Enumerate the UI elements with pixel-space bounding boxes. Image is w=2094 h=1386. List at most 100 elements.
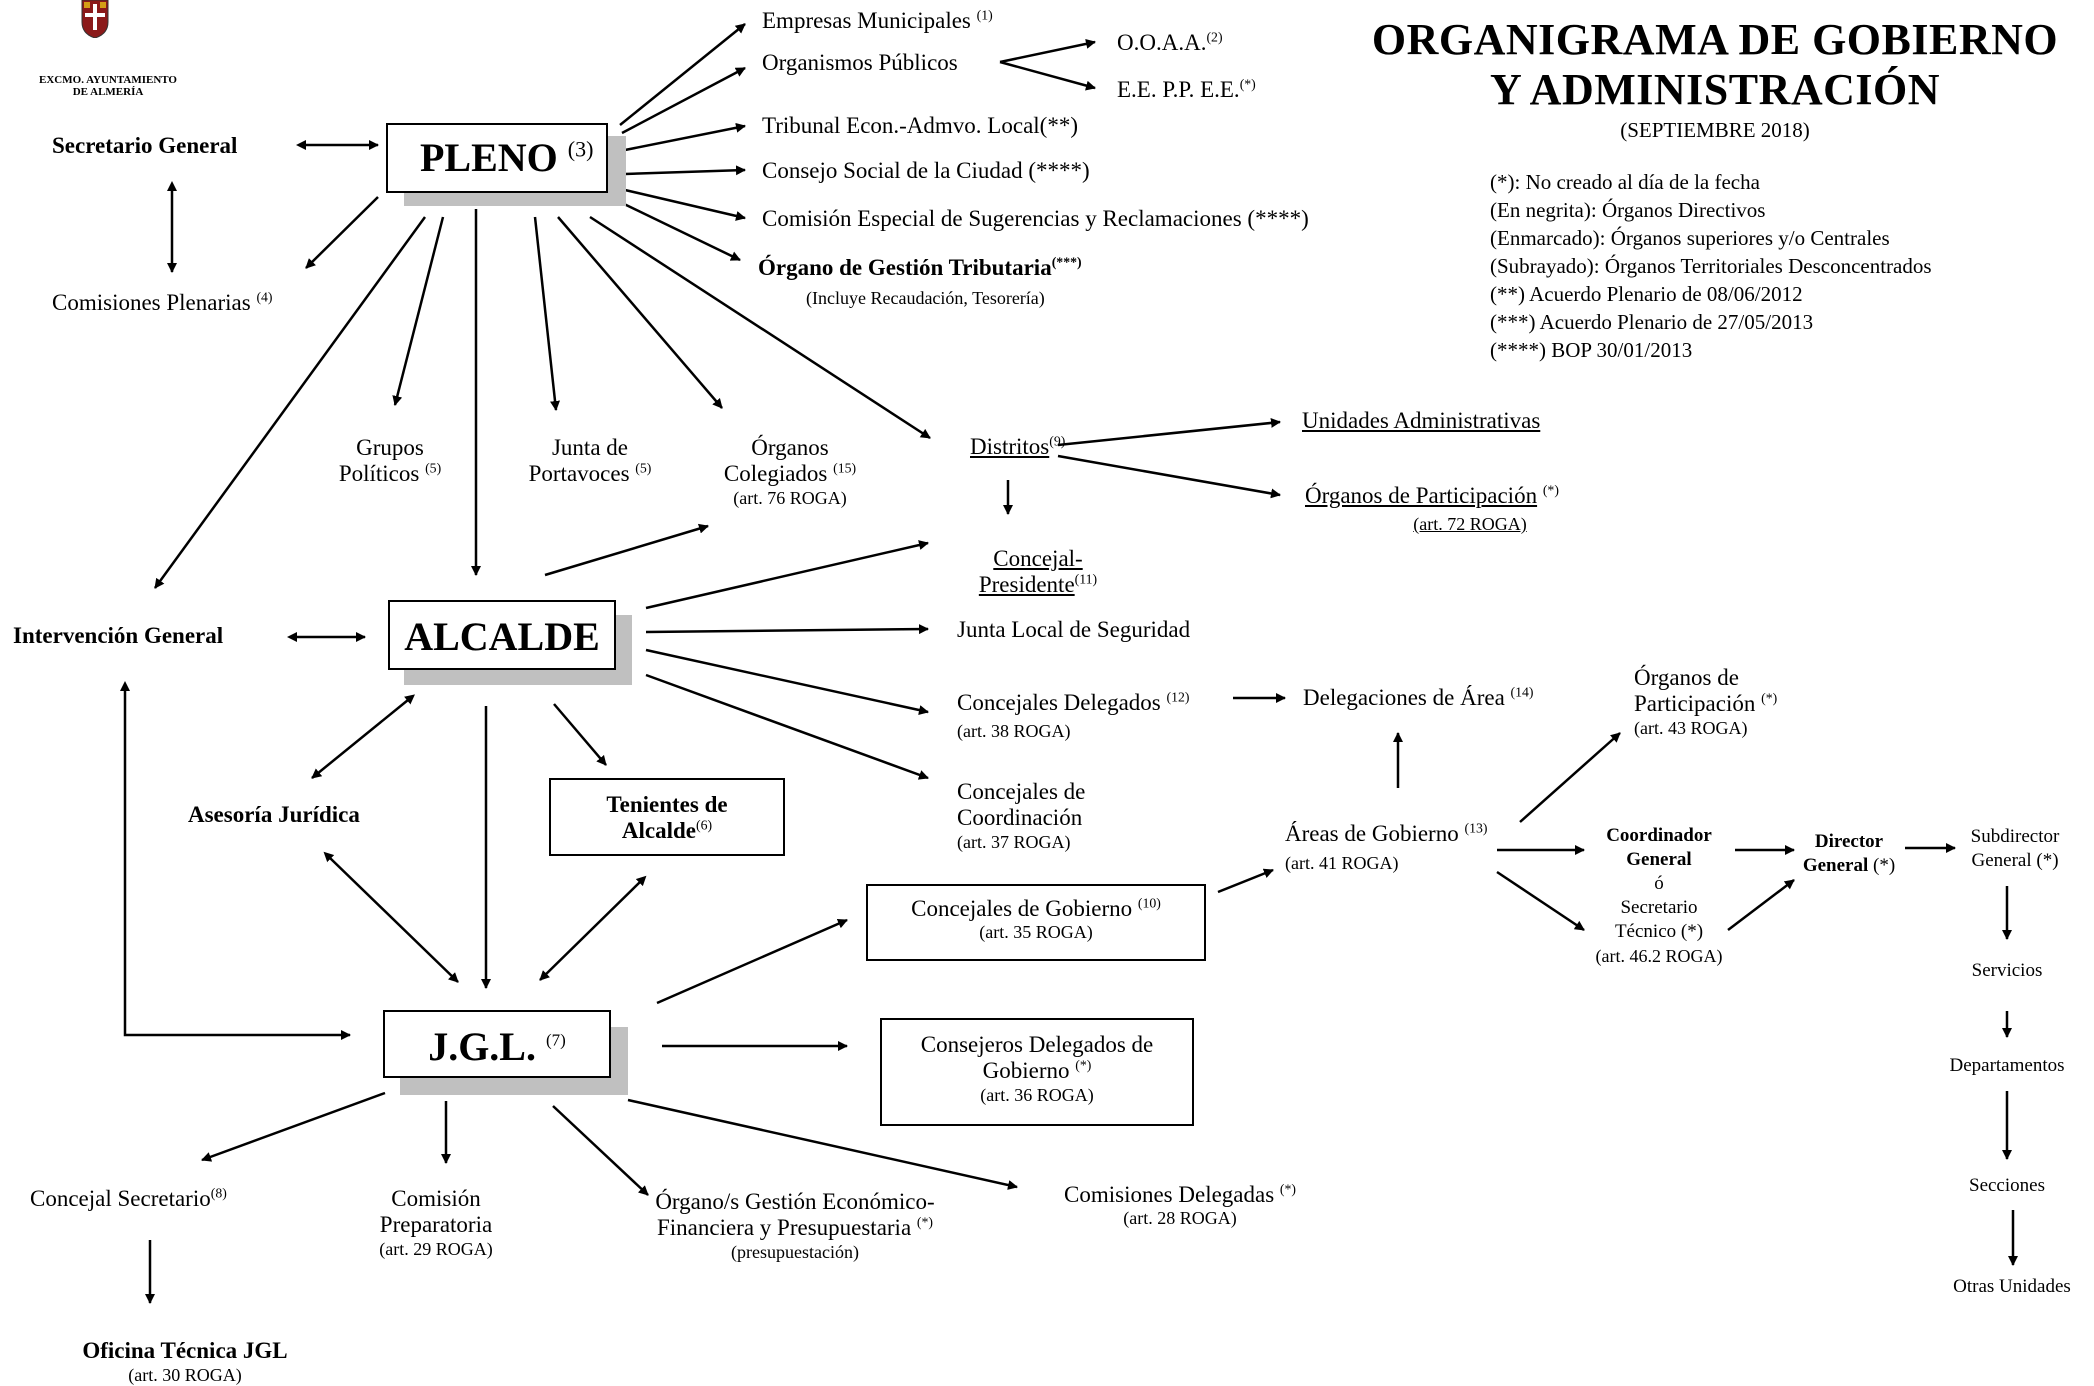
arrow-tribunal bbox=[624, 122, 746, 152]
organismos-publicos: Organismos Públicos bbox=[762, 50, 958, 75]
arrow-distritos bbox=[589, 215, 931, 440]
arrow-organo-gestion bbox=[621, 201, 741, 262]
logo-caption-2: DE ALMERÍA bbox=[72, 86, 144, 98]
tenientes-box: Tenientes de Alcalde(6) bbox=[549, 778, 785, 856]
arrow-ooaa bbox=[999, 38, 1096, 64]
legend-item: (En negrita): Órganos Directivos bbox=[1490, 198, 1766, 222]
subdirector-general: Subdirector General (*) bbox=[1970, 826, 2060, 871]
arrow-concejales-gobierno bbox=[656, 918, 848, 1005]
areas-gobierno-note: (art. 41 ROGA) bbox=[1285, 853, 1399, 873]
arrow-intervencion bbox=[153, 216, 427, 589]
organos-participacion-distrito: Órganos de Participación (*) bbox=[1305, 482, 1559, 508]
legend-item: (Subrayado): Órganos Territoriales Desco… bbox=[1490, 254, 1932, 278]
arrow-asesoria-alcalde bbox=[311, 694, 415, 779]
pleno-box: PLENO (3) bbox=[386, 123, 608, 193]
arrow-junta-portavoces bbox=[533, 216, 560, 411]
secciones: Secciones bbox=[1969, 1175, 2045, 1196]
director-general: Director General (*) bbox=[1802, 831, 1896, 876]
consejeros-delegados: Consejeros Delegados de Gobierno (*) (ar… bbox=[920, 1032, 1154, 1105]
tribunal-economico: Tribunal Econ.-Admvo. Local(**) bbox=[762, 113, 1078, 138]
arrow-eepp bbox=[999, 60, 1096, 91]
departamentos: Departamentos bbox=[1949, 1055, 2065, 1076]
arrow-empresas bbox=[619, 23, 746, 126]
alcalde-label: ALCALDE bbox=[404, 614, 600, 659]
junta-local-seguridad: Junta Local de Seguridad bbox=[957, 617, 1191, 642]
arrow-tenientes-jgl bbox=[539, 875, 647, 981]
concejales-coordinacion: Concejales de Coordinación (art. 37 ROGA… bbox=[957, 779, 1086, 852]
arrow-areas bbox=[1217, 868, 1274, 894]
pleno-label: PLENO (3) bbox=[420, 135, 594, 180]
junta-portavoces: Junta de Portavoces (5) bbox=[528, 435, 652, 487]
arrow-comision bbox=[624, 188, 746, 221]
delegaciones-area: Delegaciones de Área (14) bbox=[1303, 684, 1534, 710]
legend-item: (*): No creado al día de la fecha bbox=[1490, 170, 1760, 194]
arrow-intervencion-jgl bbox=[120, 681, 351, 1040]
comision-preparatoria: Comisión Preparatoria (art. 29 ROGA) bbox=[379, 1186, 493, 1259]
empresas-municipales: Empresas Municipales (1) bbox=[762, 7, 993, 33]
arrow-secretario-tecnico bbox=[1496, 870, 1585, 932]
consejeros-box: Consejeros Delegados de Gobierno (*) (ar… bbox=[880, 1018, 1194, 1126]
concejales-gobierno: Concejales de Gobierno (10) (art. 35 ROG… bbox=[911, 895, 1161, 943]
arrow-tecnico-director bbox=[1727, 879, 1795, 931]
ooaa: O.O.A.A.(2) bbox=[1117, 29, 1223, 55]
asesoria-juridica: Asesoría Jurídica bbox=[188, 802, 360, 827]
distritos: Distritos(9) bbox=[970, 433, 1066, 459]
page-date: (SEPTIEMBRE 2018) bbox=[1620, 118, 1810, 142]
arrow-coordinacion bbox=[645, 673, 929, 780]
page-title-line1: ORGANIGRAMA DE GOBIERNO bbox=[1371, 15, 2059, 64]
legend: (*): No creado al día de la fecha (En ne… bbox=[1490, 168, 1932, 364]
concejales-delegados: Concejales Delegados (12) bbox=[957, 689, 1190, 715]
grupos-politicos: Grupos Políticos (5) bbox=[338, 435, 442, 487]
arrow-delegados bbox=[645, 648, 929, 715]
arrow-tenientes bbox=[553, 703, 607, 766]
arrow-concejal-secretario bbox=[201, 1091, 386, 1162]
areas-gobierno: Áreas de Gobierno (13) bbox=[1285, 820, 1488, 846]
arrow-asesoria-jgl bbox=[323, 851, 459, 983]
coordinador-general: Coordinador General ó Secretario Técnico… bbox=[1595, 825, 1723, 966]
comisiones-delegadas: Comisiones Delegadas (*) (art. 28 ROGA) bbox=[1064, 1181, 1296, 1229]
secretario-general: Secretario General bbox=[52, 133, 238, 158]
oficina-note: (art. 30 ROGA) bbox=[128, 1365, 242, 1385]
intervencion-general: Intervención General bbox=[13, 623, 224, 648]
legend-item: (****) BOP 30/01/2013 bbox=[1490, 338, 1693, 362]
concejal-secretario: Concejal Secretario(8) bbox=[30, 1185, 227, 1211]
arrow-comisiones-plenarias bbox=[305, 196, 379, 269]
tenientes-alcalde: Tenientes de Alcalde(6) bbox=[606, 792, 728, 844]
organos-participacion-area: Órganos de Participación (*) (art. 43 RO… bbox=[1634, 665, 1778, 738]
concejales-gobierno-box: Concejales de Gobierno (10) (art. 35 ROG… bbox=[866, 884, 1206, 961]
logo-caption-1: EXCMO. AYUNTAMIENTO bbox=[39, 74, 177, 86]
organos-colegiados: Órganos Colegiados (15) (art. 76 ROGA) bbox=[723, 435, 857, 508]
legend-item: (***) Acuerdo Plenario de 27/05/2013 bbox=[1490, 310, 1814, 334]
eepp: E.E. P.P. E.E.(*) bbox=[1117, 76, 1256, 102]
concejal-presidente: Concejal- Presidente(11) bbox=[978, 546, 1098, 598]
arrow-organo-economico bbox=[552, 1105, 649, 1196]
comisiones-plenarias: Comisiones Plenarias (4) bbox=[52, 289, 273, 315]
arrow-grupos bbox=[392, 216, 445, 406]
arrow-unidades bbox=[1057, 417, 1281, 447]
organo-gestion-tributaria: Órgano de Gestión Tributaria(***) bbox=[758, 254, 1082, 280]
oficina-tecnica-jgl: Oficina Técnica JGL bbox=[82, 1338, 288, 1363]
arrow-concejal-presidente-2 bbox=[645, 540, 929, 610]
arrow-comisiones-delegadas bbox=[627, 1098, 1018, 1190]
arrow-organismos bbox=[621, 66, 746, 135]
servicios: Servicios bbox=[1971, 960, 2043, 981]
arrow-participacion bbox=[1057, 454, 1281, 499]
jgl-label: J.G.L. (7) bbox=[428, 1024, 566, 1069]
organo-gestion-economico: Órgano/s Gestión Económico- Financiera y… bbox=[655, 1189, 935, 1262]
arrow-junta-seguridad bbox=[645, 624, 929, 635]
arrow-organos-participacion bbox=[1519, 732, 1621, 823]
comision-especial: Comisión Especial de Sugerencias y Recla… bbox=[762, 206, 1309, 231]
organo-gestion-note: (Incluye Recaudación, Tesorería) bbox=[806, 288, 1045, 308]
legend-item: (**) Acuerdo Plenario de 08/06/2012 bbox=[1490, 282, 1803, 306]
organos-participacion-note: (art. 72 ROGA) bbox=[1413, 514, 1527, 534]
arrow-alcalde-colegiados bbox=[544, 523, 709, 577]
legend-item: (Enmarcado): Órganos superiores y/o Cent… bbox=[1490, 226, 1890, 250]
arrow-colegiados bbox=[557, 216, 723, 409]
coat-of-arms-icon bbox=[80, 0, 110, 39]
unidades-administrativas: Unidades Administrativas bbox=[1302, 408, 1541, 433]
page-title-line2: Y ADMINISTRACIÓN bbox=[1489, 65, 1941, 114]
alcalde-box: ALCALDE bbox=[388, 600, 616, 670]
jgl-box: J.G.L. (7) bbox=[383, 1010, 611, 1078]
